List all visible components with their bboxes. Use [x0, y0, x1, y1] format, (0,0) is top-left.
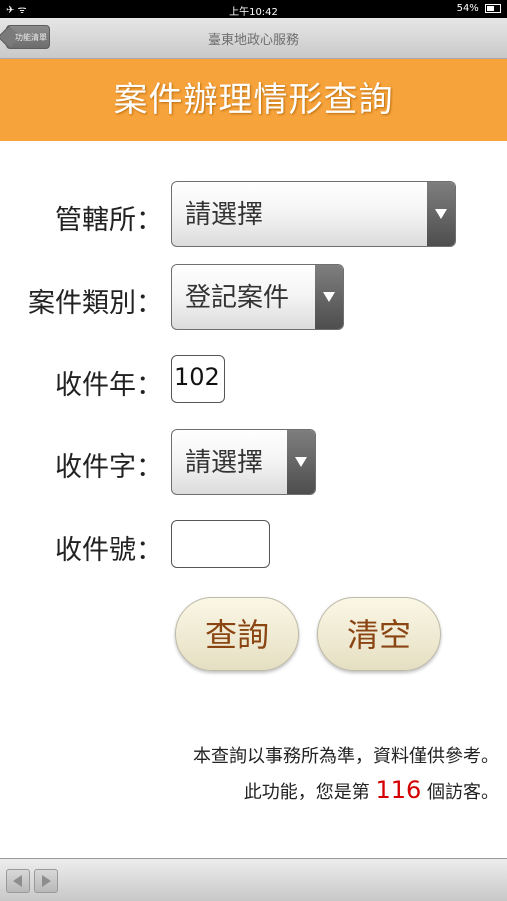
- visitor-suffix: 個訪客。: [427, 782, 499, 803]
- category-select[interactable]: 登記案件: [171, 264, 344, 330]
- back-button-label: 功能清單: [15, 33, 47, 42]
- word-select[interactable]: 請選擇: [171, 429, 316, 495]
- forward-arrow-icon[interactable]: [34, 869, 58, 893]
- word-select-value: 請選擇: [185, 448, 264, 478]
- year-input[interactable]: 102: [171, 355, 225, 403]
- word-label: 收件字：: [55, 452, 163, 483]
- bottom-toolbar: [0, 858, 507, 901]
- nav-title: 臺東地政心服務: [207, 33, 299, 48]
- page-banner: 案件辦理情形查詢: [0, 59, 507, 141]
- year-label: 收件年：: [55, 370, 163, 401]
- chevron-down-icon: [287, 430, 315, 494]
- number-input[interactable]: [171, 520, 270, 568]
- query-button[interactable]: 查詢: [175, 597, 299, 671]
- page-title: 案件辦理情形查詢: [113, 80, 394, 120]
- status-battery: 54%: [457, 3, 501, 14]
- office-select[interactable]: 請選擇: [171, 181, 456, 247]
- clear-button[interactable]: 清空: [317, 597, 441, 671]
- back-arrow-icon[interactable]: [6, 869, 30, 893]
- disclaimer-text: 本查詢以事務所為準，資料僅供參考。: [193, 746, 499, 767]
- office-label: 管轄所：: [55, 205, 163, 236]
- office-select-value: 請選擇: [185, 200, 264, 230]
- number-label: 收件號：: [55, 535, 163, 566]
- chevron-down-icon: [315, 265, 343, 329]
- battery-icon: [485, 3, 501, 13]
- visitor-count-text: 此功能，您是第 116 個訪客。: [244, 776, 499, 804]
- status-icons: ✈ ᯤ: [6, 5, 27, 16]
- visitor-count: 116: [375, 776, 422, 804]
- chevron-down-icon: [427, 182, 455, 246]
- category-select-value: 登記案件: [185, 283, 290, 313]
- category-label: 案件類別：: [28, 288, 163, 319]
- visitor-prefix: 此功能，您是第: [243, 782, 370, 803]
- back-button[interactable]: 功能清單: [6, 25, 50, 49]
- status-time: 上午10:42: [229, 7, 278, 18]
- status-bar: ✈ ᯤ 上午10:42 54%: [0, 0, 507, 18]
- battery-percent: 54%: [456, 3, 479, 14]
- navigation-bar: 功能清單 臺東地政心服務: [0, 18, 507, 59]
